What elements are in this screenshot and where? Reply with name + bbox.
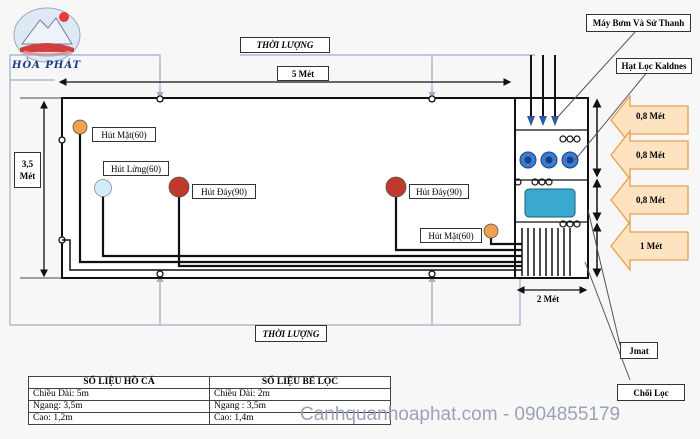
jmat-label: Jmat [620,342,658,359]
depth-label-2: 0,8 Mét [636,150,665,160]
brand-name: HÒA PHÁT [12,60,82,71]
table-cell: Chiều Dài: 2m [209,388,391,401]
thoi-luong-top-label: THỜI LƯỢNG [240,37,330,53]
suction-node-surface-2 [483,223,499,239]
suction-label-bottom-2: Hút Đáy(90) [409,184,469,199]
height-value: 3,5 [21,159,34,169]
suction-label-surface-1: Hút Mặt(60) [92,127,156,142]
spec-table: SỐ LIỆU HỒ CÁ SỐ LIỆU BỂ LỌC Chiều Dài: … [28,376,391,425]
suction-node-mid [94,179,112,197]
suction-node-bottom-1 [168,176,190,198]
thoi-luong-bottom-label: THỜI LƯỢNG [255,325,327,342]
choi-loc-label: Chổi Lọc [617,384,685,401]
table-header-pond: SỐ LIỆU HỒ CÁ [28,376,210,389]
depth-label-3: 0,8 Mét [636,195,665,205]
brand-logo [13,7,81,63]
table-row: Chiều Dài: 5m Chiều Dài: 2m [28,388,391,401]
table-header-filter: SỐ LIỆU BỂ LỌC [209,376,391,389]
suction-node-bottom-2 [385,176,407,198]
suction-label-mid: Hút Lửng(60) [103,161,169,176]
suction-node-surface-1 [72,119,88,135]
suction-pipes [78,130,522,268]
pump-label: Máy Bơm Và Sứ Thanh [586,14,691,32]
table-cell: Ngang: 3,5m [28,400,210,413]
width-5m-label: 5 Mét [277,66,329,81]
height-3-5-label: 3,5 Mét [14,152,41,188]
filter-internals [514,55,581,276]
depth-label-4: 1 Mét [640,241,663,251]
watermark-text: Canhquanhoaphat.com - 0904855179 [300,404,621,425]
table-cell: Chiều Dài: 5m [28,388,210,401]
table-cell: Cao: 1,4m [209,412,391,425]
depth-arrow-shapes [610,94,689,272]
suction-label-bottom-1: Hút Đáy(90) [192,184,256,199]
filter-tank-outline [514,97,589,279]
table-row: Cao: 1,2m Cao: 1,4m [28,412,391,425]
width-2m-label: 2 Mét [536,293,560,304]
kaldnes-label: Hạt Lọc Kaldnes [616,58,692,74]
depth-label-1: 0,8 Mét [636,111,665,121]
suction-label-surface-2: Hút Mặt(60) [420,228,482,243]
table-cell: Cao: 1,2m [28,412,210,425]
height-unit: Mét [19,171,36,181]
